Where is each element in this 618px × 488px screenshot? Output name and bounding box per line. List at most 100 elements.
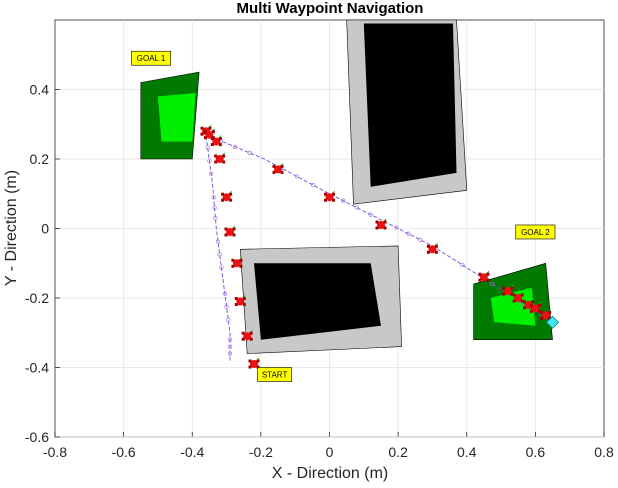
robot-pose-marker (221, 190, 233, 202)
robot-body (514, 294, 523, 302)
path-sample-marker (227, 351, 233, 356)
robot-wheel (375, 226, 379, 230)
x-axis-label: X - Direction (m) (272, 465, 388, 482)
robot-wheel (502, 292, 506, 296)
robot-pose-marker (502, 284, 514, 296)
path-sample-marker (222, 291, 227, 296)
robot-pose-marker (203, 128, 215, 140)
robot-pose-marker (375, 218, 387, 230)
robot-wheel (210, 143, 214, 147)
path-sample-marker (394, 225, 399, 230)
robot-wheel (375, 220, 379, 224)
path-sample-marker (215, 239, 221, 244)
robot-body (232, 259, 241, 268)
robot-pose-marker (214, 152, 226, 164)
robot-wheel (548, 316, 552, 320)
path-sample-marker (247, 150, 252, 156)
goal-1-zone (140, 71, 200, 160)
path-sample-marker (311, 182, 316, 188)
robot-wheel (222, 160, 226, 164)
path-sample-marker (212, 205, 217, 210)
robot-wheel (214, 160, 218, 164)
robot-wheel (540, 310, 544, 314)
robot-wheel (324, 198, 327, 202)
robot-body (226, 228, 234, 236)
robot-wheel (221, 198, 225, 202)
path-sample-marker (207, 158, 212, 163)
obstacle-top-inner (363, 23, 457, 187)
robot-wheel (248, 365, 252, 369)
path-sample-marker (208, 171, 214, 176)
label-background (257, 367, 292, 382)
path-series-1 (205, 134, 553, 323)
robot-wheel (486, 272, 490, 276)
label-box: GOAL 1 (131, 50, 171, 66)
regions (140, 19, 553, 354)
x-tick-label: 0.4 (457, 444, 477, 460)
robot-wheel (434, 244, 438, 248)
robot-wheel (523, 300, 526, 304)
robot-wheel (203, 130, 207, 134)
robot-wheel (434, 250, 438, 254)
label-background (515, 224, 556, 240)
robot-wheel (249, 331, 253, 335)
robot-pose-marker (540, 309, 552, 320)
robot-wheel (512, 299, 516, 303)
robot-wheel (537, 303, 541, 307)
robot-wheel (211, 130, 215, 134)
robot-body (377, 221, 385, 229)
robot-wheel (478, 278, 482, 282)
x-tick-label: 0.6 (526, 444, 546, 460)
robot-wheel (256, 359, 260, 363)
robot-wheel (512, 293, 516, 297)
robot-wheel (520, 299, 524, 303)
robot-wheel (231, 258, 235, 262)
robot-wheel (224, 233, 228, 237)
chart-title: Multi Waypoint Navigation (237, 0, 424, 17)
robot-wheel (426, 250, 430, 254)
robot-wheel (239, 264, 243, 268)
robot-wheel (234, 303, 238, 306)
robot-wheel (200, 132, 204, 136)
path-sample-marker (368, 212, 373, 217)
robot-wheel (208, 126, 212, 130)
path-sample-marker (205, 145, 210, 150)
robot-wheel (548, 310, 552, 314)
path-sample-marker (418, 237, 423, 242)
obstacle-top (346, 19, 468, 205)
robot-pose-marker (529, 302, 541, 313)
x-tick-label: -0.2 (249, 444, 273, 460)
obstacle-bottom (239, 245, 402, 354)
path-sample-marker (227, 344, 233, 349)
goal-2-zone-inner (490, 287, 536, 326)
robot-wheel (383, 220, 387, 224)
robot-pose-marker (248, 357, 260, 369)
goal-1-zone-inner (157, 93, 196, 142)
path-sample-marker (224, 304, 229, 309)
y-tick-label: -0.2 (25, 290, 49, 306)
y-tick-label: 0.4 (30, 82, 50, 98)
robot-body (236, 297, 245, 306)
robot-pose-marker (426, 242, 438, 254)
robot-body (541, 311, 550, 320)
y-tick-label: 0 (41, 221, 49, 237)
robot-wheel (332, 198, 335, 202)
robot-pose-marker (324, 190, 335, 202)
robot-wheel (221, 192, 225, 196)
path-sample-marker (294, 174, 300, 179)
robot-body (243, 332, 252, 341)
label-text: GOAL 1 (137, 54, 166, 63)
x-tick-label: 0.2 (388, 444, 408, 460)
robot-body (428, 245, 437, 254)
x-tick-label: 0.8 (594, 444, 614, 460)
path-sample-marker (227, 337, 233, 342)
robot-wheel (529, 309, 533, 313)
x-tick-label: -0.6 (112, 444, 136, 460)
robot-wheel (520, 293, 524, 297)
robot-wheel (486, 278, 490, 282)
robot-wheel (426, 244, 430, 248)
y-tick-label: -0.6 (25, 429, 49, 445)
path-sample-marker (406, 231, 411, 236)
